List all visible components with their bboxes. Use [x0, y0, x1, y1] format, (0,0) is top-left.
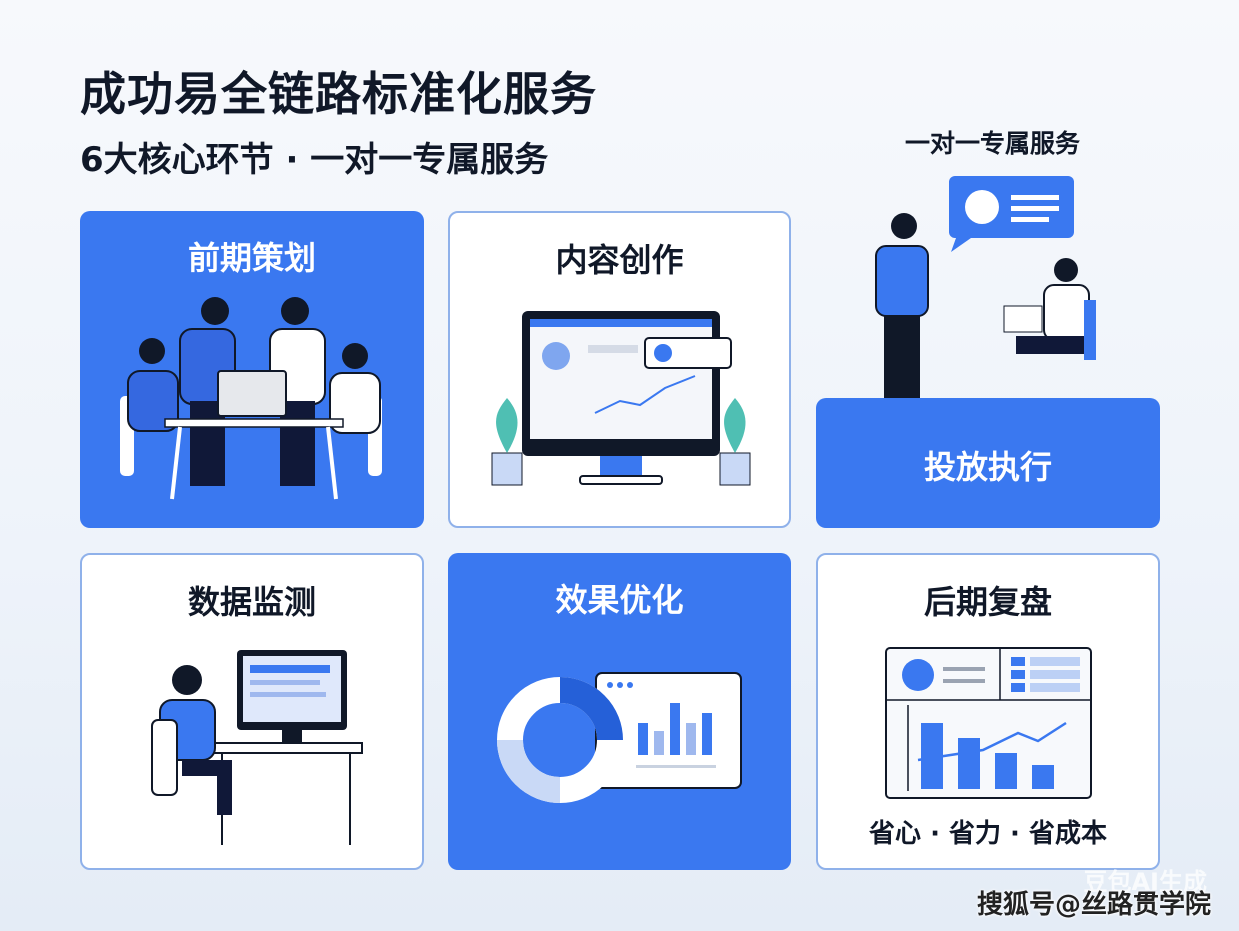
page-title: 成功易全链路标准化服务	[80, 67, 597, 121]
card-review: 后期复盘 省心 · 省力 · 省成本	[816, 553, 1160, 870]
card-optimization: 效果优化	[448, 553, 791, 870]
card-title: 效果优化	[555, 581, 684, 619]
card-planning: 前期策划	[80, 211, 424, 528]
card-content-creation: 内容创作	[448, 211, 791, 528]
card-execution: 投放执行	[816, 398, 1160, 528]
page-subtitle: 6大核心环节 · 一对一专属服务	[80, 140, 549, 180]
card-data-monitoring: 数据监测	[80, 553, 424, 870]
analytics-illustration	[497, 672, 742, 803]
team-meeting-illustration	[120, 297, 382, 500]
slogan: 省心 · 省力 · 省成本	[869, 819, 1107, 849]
one-on-one-label: 一对一专属服务	[905, 129, 1081, 158]
report-illustration	[885, 647, 1092, 799]
card-title: 内容创作	[555, 241, 684, 279]
ai-watermark: 豆包AI生成	[1083, 868, 1207, 896]
card-title: 投放执行	[923, 448, 1052, 486]
source-watermark: 搜狐号@丝路贯学院	[976, 890, 1211, 920]
card-title: 数据监测	[187, 583, 316, 621]
card-title: 前期策划	[187, 239, 316, 277]
card-title: 后期复盘	[923, 583, 1052, 621]
consultation-illustration	[875, 176, 1096, 398]
monitor-illustration	[491, 311, 751, 486]
desk-worker-illustration	[151, 650, 363, 845]
